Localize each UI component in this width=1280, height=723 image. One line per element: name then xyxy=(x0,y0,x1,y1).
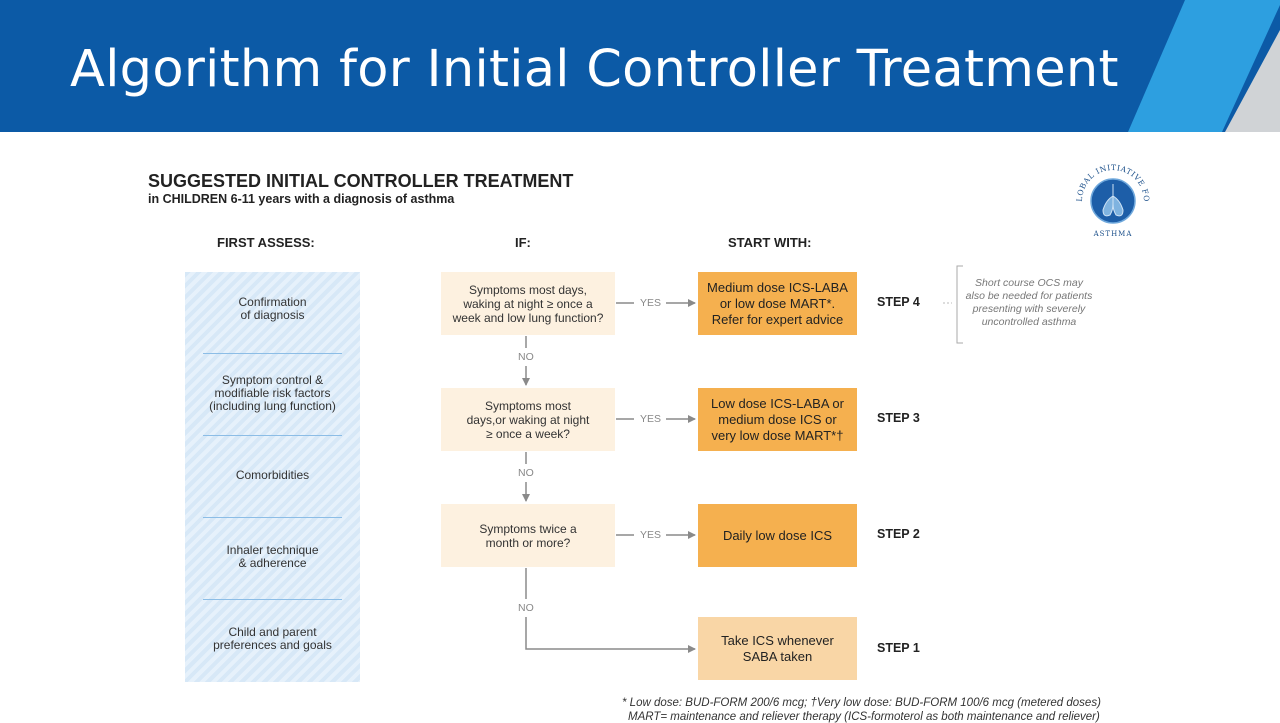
assess-divider xyxy=(203,435,342,436)
yes-label: YES xyxy=(640,529,662,541)
assess-divider xyxy=(203,599,342,600)
svg-text:ASTHMA: ASTHMA xyxy=(1093,230,1133,238)
note-bracket xyxy=(956,265,963,344)
gina-logo: GLOBAL INITIATIVE FOR ASTHMA xyxy=(1070,160,1151,238)
footnote-doses: * Low dose: BUD-FORM 200/6 mcg; †Very lo… xyxy=(622,697,1101,709)
banner-blue-stripe xyxy=(1128,0,1280,132)
col-header-if: IF: xyxy=(515,235,531,250)
col-header-start-with: START WITH: xyxy=(728,235,812,250)
assess-divider xyxy=(203,517,342,518)
banner-accent-shapes xyxy=(1128,0,1280,132)
treatment-box-step2: Daily low dose ICS xyxy=(698,504,857,567)
condition-box-step4: Symptoms most days, waking at night ≥ on… xyxy=(441,272,615,335)
col-header-first-assess: FIRST ASSESS: xyxy=(217,235,315,250)
banner-grey-stripe xyxy=(1225,30,1280,132)
footnote-mart: MART= maintenance and reliever therapy (… xyxy=(628,711,1100,723)
assess-item-comorbidities: Comorbidities xyxy=(235,468,310,482)
no-arrow-3 xyxy=(525,617,696,653)
yes-label: YES xyxy=(640,297,662,309)
assess-item-diagnosis: Confirmation of diagnosis xyxy=(238,295,307,322)
treatment-box-step3: Low dose ICS-LABA or medium dose ICS or … xyxy=(698,388,857,451)
step-label-2: STEP 2 xyxy=(877,527,920,541)
assess-divider xyxy=(203,353,342,354)
no-label: NO xyxy=(518,602,534,614)
ocs-side-note: Short course OCS may also be needed for … xyxy=(965,277,1093,328)
treatment-box-step4: Medium dose ICS-LABA or low dose MART*. … xyxy=(698,272,857,335)
assess-item-preferences: Child and parent preferences and goals xyxy=(213,625,332,652)
figure-subtitle: in CHILDREN 6-11 years with a diagnosis … xyxy=(148,192,455,206)
slide-title: Algorithm for Initial Controller Treatme… xyxy=(70,40,1119,99)
assess-item-inhaler-technique: Inhaler technique & adherence xyxy=(226,543,319,570)
assess-item-symptom-control: Symptom control & modifiable risk factor… xyxy=(209,373,336,413)
no-label: NO xyxy=(518,467,534,479)
treatment-box-step1: Take ICS whenever SABA taken xyxy=(698,617,857,680)
condition-box-step2: Symptoms twice a month or more? xyxy=(441,504,615,567)
step-label-4: STEP 4 xyxy=(877,295,920,309)
no-label: NO xyxy=(518,351,534,363)
title-banner: Algorithm for Initial Controller Treatme… xyxy=(0,0,1280,132)
yes-label: YES xyxy=(640,413,662,425)
step-label-1: STEP 1 xyxy=(877,641,920,655)
condition-box-step3: Symptoms most days,or waking at night ≥ … xyxy=(441,388,615,451)
step-label-3: STEP 3 xyxy=(877,411,920,425)
figure-title: SUGGESTED INITIAL CONTROLLER TREATMENT xyxy=(148,171,574,191)
first-assess-panel: Confirmation of diagnosis Symptom contro… xyxy=(185,272,360,682)
